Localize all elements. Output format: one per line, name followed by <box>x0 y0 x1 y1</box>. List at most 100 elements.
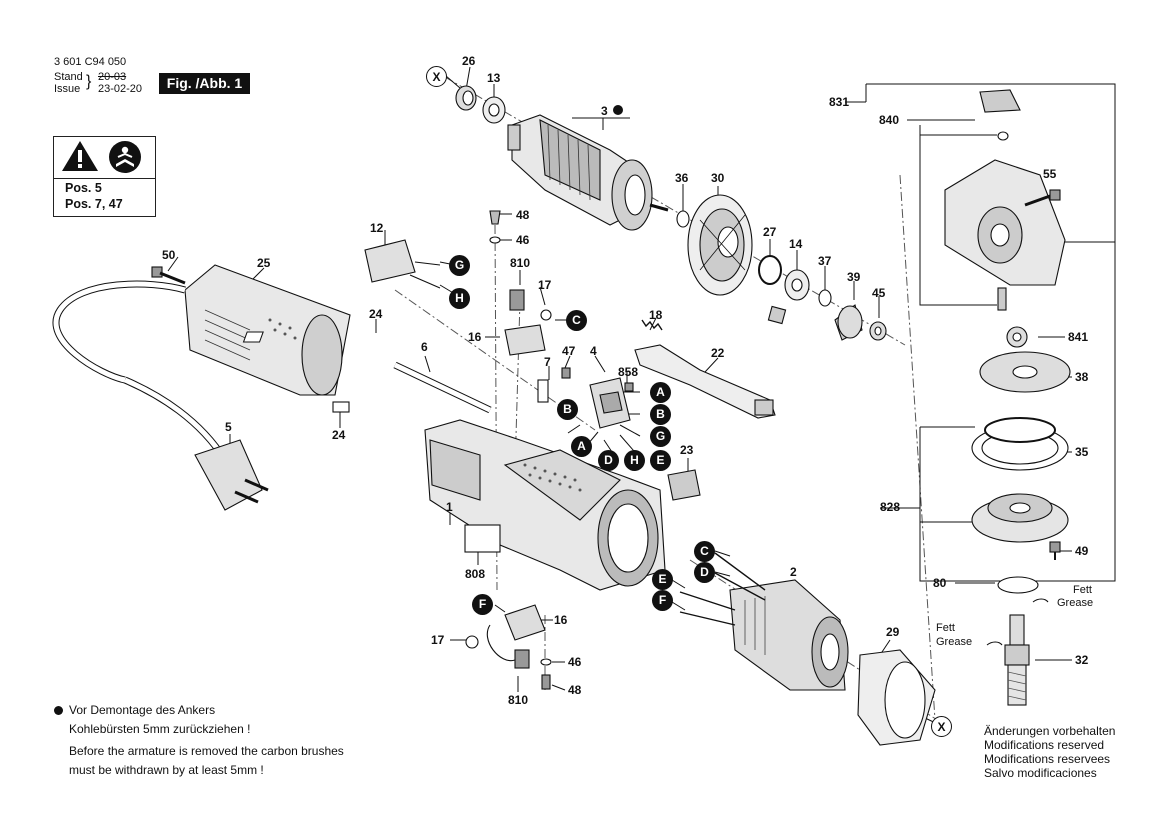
modifications-en: Modifications reserved <box>984 738 1105 752</box>
old-date: 20-03 <box>98 71 127 83</box>
label-14: 14 <box>789 237 803 251</box>
label-6: 6 <box>421 340 428 354</box>
connector-f-2: F <box>652 590 673 611</box>
armature-note-dot <box>613 105 623 115</box>
label-5: 5 <box>225 420 232 434</box>
part-22-switch-rod <box>634 344 776 419</box>
label-37: 37 <box>818 254 832 268</box>
label-47: 47 <box>562 344 576 358</box>
connector-h-1: H <box>449 288 470 309</box>
part-18-spring <box>641 319 663 331</box>
label-4: 4 <box>590 344 597 358</box>
label-1: 1 <box>446 500 453 514</box>
part-38-gear <box>979 351 1071 393</box>
grease-mark-left <box>986 641 1003 646</box>
label-840: 840 <box>879 113 900 127</box>
part-14-bearing <box>784 269 810 301</box>
label-24-top: 24 <box>369 307 383 321</box>
grease-right-en: Grease <box>1057 597 1094 609</box>
grease-right-de: Fett <box>1073 584 1092 596</box>
warning-line-2: Pos. 7, 47 <box>65 197 123 211</box>
label-38: 38 <box>1075 370 1089 384</box>
part-810-brush <box>509 289 525 311</box>
connector-x-bottom: X <box>931 716 952 737</box>
warning-box: Pos. 5 Pos. 7, 47 <box>53 136 156 217</box>
label-35: 35 <box>1075 445 1089 459</box>
label-22: 22 <box>711 346 725 360</box>
note-bullet <box>54 706 63 715</box>
connector-b-2: B <box>650 404 671 425</box>
figure-badge: Fig. /Abb. 1 <box>159 73 250 94</box>
part-number: 3 601 C94 050 <box>54 56 127 68</box>
part-24-label-b <box>332 401 350 413</box>
part-3-armature <box>507 114 669 231</box>
warning-triangle-icon <box>62 141 98 171</box>
label-29: 29 <box>886 625 900 639</box>
part-80-washer <box>997 576 1039 594</box>
part-45-nut <box>869 321 887 341</box>
label-27: 27 <box>763 225 777 239</box>
connector-x-top: X <box>426 66 447 87</box>
part-29-guard <box>857 649 936 746</box>
modifications-de: Änderungen vorbehalten <box>984 724 1116 738</box>
part-808-label <box>464 524 501 553</box>
part-36-washer <box>676 210 690 228</box>
part-840-clip <box>979 89 1021 113</box>
label-2: 2 <box>790 565 797 579</box>
connector-a-2: A <box>571 436 592 457</box>
connector-a-1: A <box>650 382 671 403</box>
part-7-clamp <box>537 379 549 403</box>
part-16-holder <box>504 324 546 356</box>
part-30-fan <box>687 194 753 296</box>
label-18: 18 <box>649 308 663 322</box>
part-46-washer <box>489 236 501 244</box>
modifications-es: Salvo modificaciones <box>984 766 1097 780</box>
grease-left-de: Fett <box>936 622 955 634</box>
part-17-lower-spring <box>465 635 479 649</box>
part-46-lower-washer <box>540 658 552 666</box>
part-49-screw <box>1049 541 1061 560</box>
connector-g-2: G <box>650 426 671 447</box>
connector-e-1: E <box>650 450 671 471</box>
part-4-switch <box>589 377 631 429</box>
label-55: 55 <box>1043 167 1057 181</box>
connector-g-1: G <box>449 255 470 276</box>
label-12: 12 <box>370 221 384 235</box>
new-date: 23-02-20 <box>98 83 143 95</box>
part-55-screw <box>1024 189 1061 207</box>
connector-f-1: F <box>472 594 493 615</box>
read-manual-icon <box>109 141 141 173</box>
part-828-ring <box>984 417 1056 443</box>
part-5-plug <box>194 439 269 511</box>
label-831: 831 <box>829 95 850 109</box>
part-48-screw <box>489 210 501 225</box>
label-828: 828 <box>880 500 901 514</box>
part-39-pinion <box>834 304 863 341</box>
connector-b-1: B <box>557 399 578 420</box>
part-48-lower-screw <box>541 674 551 690</box>
modifications-fr: Modifications reservees <box>984 752 1111 766</box>
part-2-field <box>729 579 849 691</box>
stand-label: Stand <box>54 71 83 83</box>
grease-left-en: Grease <box>936 636 973 648</box>
connector-e-2: E <box>652 569 673 590</box>
part-23-slider <box>667 469 701 501</box>
part-13-bearing <box>482 96 506 124</box>
issue-label: Issue <box>54 83 81 95</box>
label-25: 25 <box>257 256 271 270</box>
part-26-ring <box>455 85 477 111</box>
part-840-pin <box>997 287 1007 311</box>
note-de-2: Kohlebürsten 5mm zurückziehen ! <box>69 722 251 736</box>
label-17-top: 17 <box>538 278 552 292</box>
part-841-bearing <box>1006 326 1028 348</box>
label-50: 50 <box>162 248 176 262</box>
part-50-screw <box>151 266 186 285</box>
connector-c-1: C <box>566 310 587 331</box>
label-32: 32 <box>1075 653 1089 667</box>
label-810-bottom: 810 <box>508 693 529 707</box>
label-80: 80 <box>933 576 947 590</box>
label-48-bottom: 48 <box>568 683 582 697</box>
note-de-1: Vor Demontage des Ankers <box>69 703 216 717</box>
grease-mark-right <box>1032 598 1049 603</box>
